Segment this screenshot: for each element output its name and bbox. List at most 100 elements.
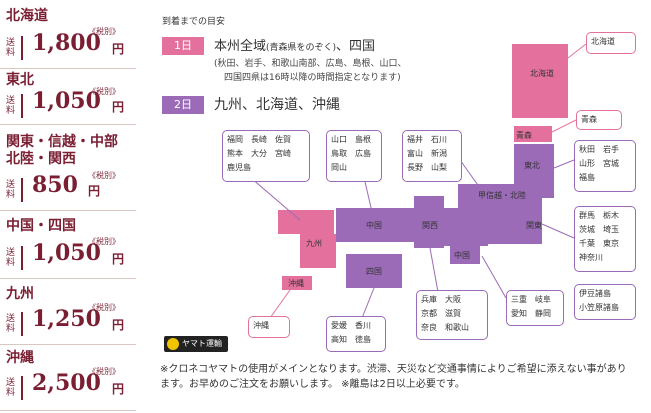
box-kyushu: 福岡 長崎 佐賀 熊本 大分 宮崎 鹿児島 [222,130,310,182]
box-kyushu-0: 福岡 長崎 佐賀 [227,135,291,144]
box-shikoku: 愛媛 香川 高知 徳島 [326,316,386,352]
day1-sub2: 四国四県は16時以降の時間指定となります) [224,73,401,83]
rate-card-okinawa: 沖縄 《税別》 送料 2,500 円 [0,344,136,411]
delivery-heading: 到着までの目安 [162,17,226,27]
rate-card-chugoku: 中国・四国 《税別》 送料 1,050 円 [0,210,136,279]
day2-title: 九州、北海道、沖縄 [214,97,340,113]
cat-icon [167,338,179,350]
box-aomori: 青森 [576,110,622,130]
box-chubu: 三重 岐阜 愛知 静岡 [506,290,564,326]
box-tohoku: 秋田 岩手 山形 宮城 福島 [574,140,636,192]
box-hokuriku-2: 長野 山梨 [407,163,447,172]
map-kyushu-north [278,210,334,234]
region-name-2: 北陸・関西 [6,151,76,167]
day1-badge: 1日 [162,37,204,55]
box-tohoku-0: 秋田 岩手 [579,145,619,154]
yen: 円 [112,252,125,266]
map-label-tohoku: 東北 [524,161,540,170]
map-tohoku [514,144,554,198]
box-hokuriku-1: 富山 新潟 [407,149,447,158]
region-name: 東北 [6,72,34,88]
map-kanto [488,198,542,244]
divider [21,36,23,60]
map-shikoku [346,254,402,288]
soryo-label: 送料 [6,38,16,58]
soryo-label: 送料 [6,248,16,268]
rate-card-hokkaido: 北海道 《税別》 送料 1,800 円 [0,0,136,69]
map-label-kansai: 関西 [422,221,438,230]
day1-sub1: (秋田、岩手、和歌山南部、広島、島根、山口、 [214,59,407,69]
box-kansai: 兵庫 大阪 京都 滋賀 奈良 和歌山 [416,290,488,340]
price: 1,050 [32,240,101,266]
region-name: 関東・信越・中部 [6,134,118,150]
price: 1,250 [32,306,101,332]
map-chubu [444,208,488,246]
map-label-okinawa: 沖縄 [288,279,304,288]
box-chubu-0: 三重 岐阜 [511,295,551,304]
box-shikoku-1: 高知 徳島 [331,335,371,344]
day1-main: 本州全域 [214,39,267,54]
box-kanto-0: 群馬 栃木 [579,211,619,220]
map-label-chugoku: 中国 [366,221,382,230]
rate-card-kanto: 関東・信越・中部 北陸・関西 《税別》 送料 850 円 [0,124,136,211]
divider [21,376,23,400]
map-label-chugoku2: 中国 [454,251,470,260]
box-chugoku-0: 山口 島根 [331,135,371,144]
box-kyushu-2: 鹿児島 [227,163,251,172]
region-name: 中国・四国 [6,218,76,234]
map-chugoku-south [450,246,480,264]
tax-note: 《税別》 [88,171,120,180]
box-hokuriku: 福井 石川 富山 新潟 長野 山梨 [402,130,462,182]
price: 2,500 [32,370,101,396]
map-kyushu [300,234,336,268]
map-label-kyushu: 九州 [306,239,322,248]
box-kanto-3: 神奈川 [579,253,603,262]
box-hokkaido: 北海道 [586,32,636,54]
day1-note: (青森県をのぞく) [266,43,337,53]
day2-badge: 2日 [162,96,204,114]
box-chubu-1: 愛知 静岡 [511,309,551,318]
map-label-koshinetsu: 甲信越・北陸 [478,191,526,200]
box-okinawa: 沖縄 [248,316,290,338]
shipping-rate-panel: 北海道 《税別》 送料 1,800 円 東北 《税別》 送料 1,050 円 関… [0,0,140,413]
box-chugoku: 山口 島根 鳥取 広島 岡山 [326,130,382,182]
yen: 円 [112,42,125,56]
map-label-aomori: 青森 [516,131,532,140]
yen: 円 [88,184,101,198]
soryo-label: 送料 [6,378,16,398]
box-kanto-1: 茨城 埼玉 [579,225,619,234]
yen: 円 [112,318,125,332]
price: 850 [32,172,78,198]
soryo-label: 送料 [6,180,16,200]
box-izu-1: 小笠原諸島 [579,303,619,312]
delivery-info-panel: 到着までの目安 1日 本州全域(青森県をのぞく)、四国 (秋田、岩手、和歌山南部… [150,0,651,413]
divider [21,178,23,202]
box-kansai-1: 京都 滋賀 [421,309,461,318]
rate-card-kyushu: 九州 《税別》 送料 1,250 円 [0,278,136,345]
box-izu: 伊豆諸島 小笠原諸島 [574,284,636,320]
box-hokuriku-0: 福井 石川 [407,135,447,144]
region-name: 北海道 [6,8,48,24]
box-kansai-0: 兵庫 大阪 [421,295,461,304]
tax-note: 《税別》 [88,303,120,312]
yen: 円 [112,382,125,396]
map-label-shikoku: 四国 [366,267,382,276]
box-chugoku-1: 鳥取 広島 [331,149,371,158]
map-kansai [414,196,444,248]
region-name: 九州 [6,286,34,302]
japan-map [229,43,587,319]
footer-note: ※クロネコヤマトの使用がメインとなります。渋滞、天災など交通事情によりご希望に添… [160,364,627,390]
map-label-hokkaido: 北海道 [530,69,554,78]
box-kanto-2: 千葉 東京 [579,239,619,248]
map-aomori [514,126,552,142]
map-okinawa [282,276,312,290]
price: 1,050 [32,88,101,114]
tax-note: 《税別》 [88,367,120,376]
box-izu-0: 伊豆諸島 [579,289,611,298]
tax-note: 《税別》 [88,87,120,96]
box-tohoku-1: 山形 宮城 [579,159,619,168]
box-kanto: 群馬 栃木 茨城 埼玉 千葉 東京 神奈川 [574,206,636,272]
divider [21,312,23,336]
map-label-kanto: 関東 [526,221,542,230]
box-kyushu-1: 熊本 大分 宮崎 [227,149,291,158]
